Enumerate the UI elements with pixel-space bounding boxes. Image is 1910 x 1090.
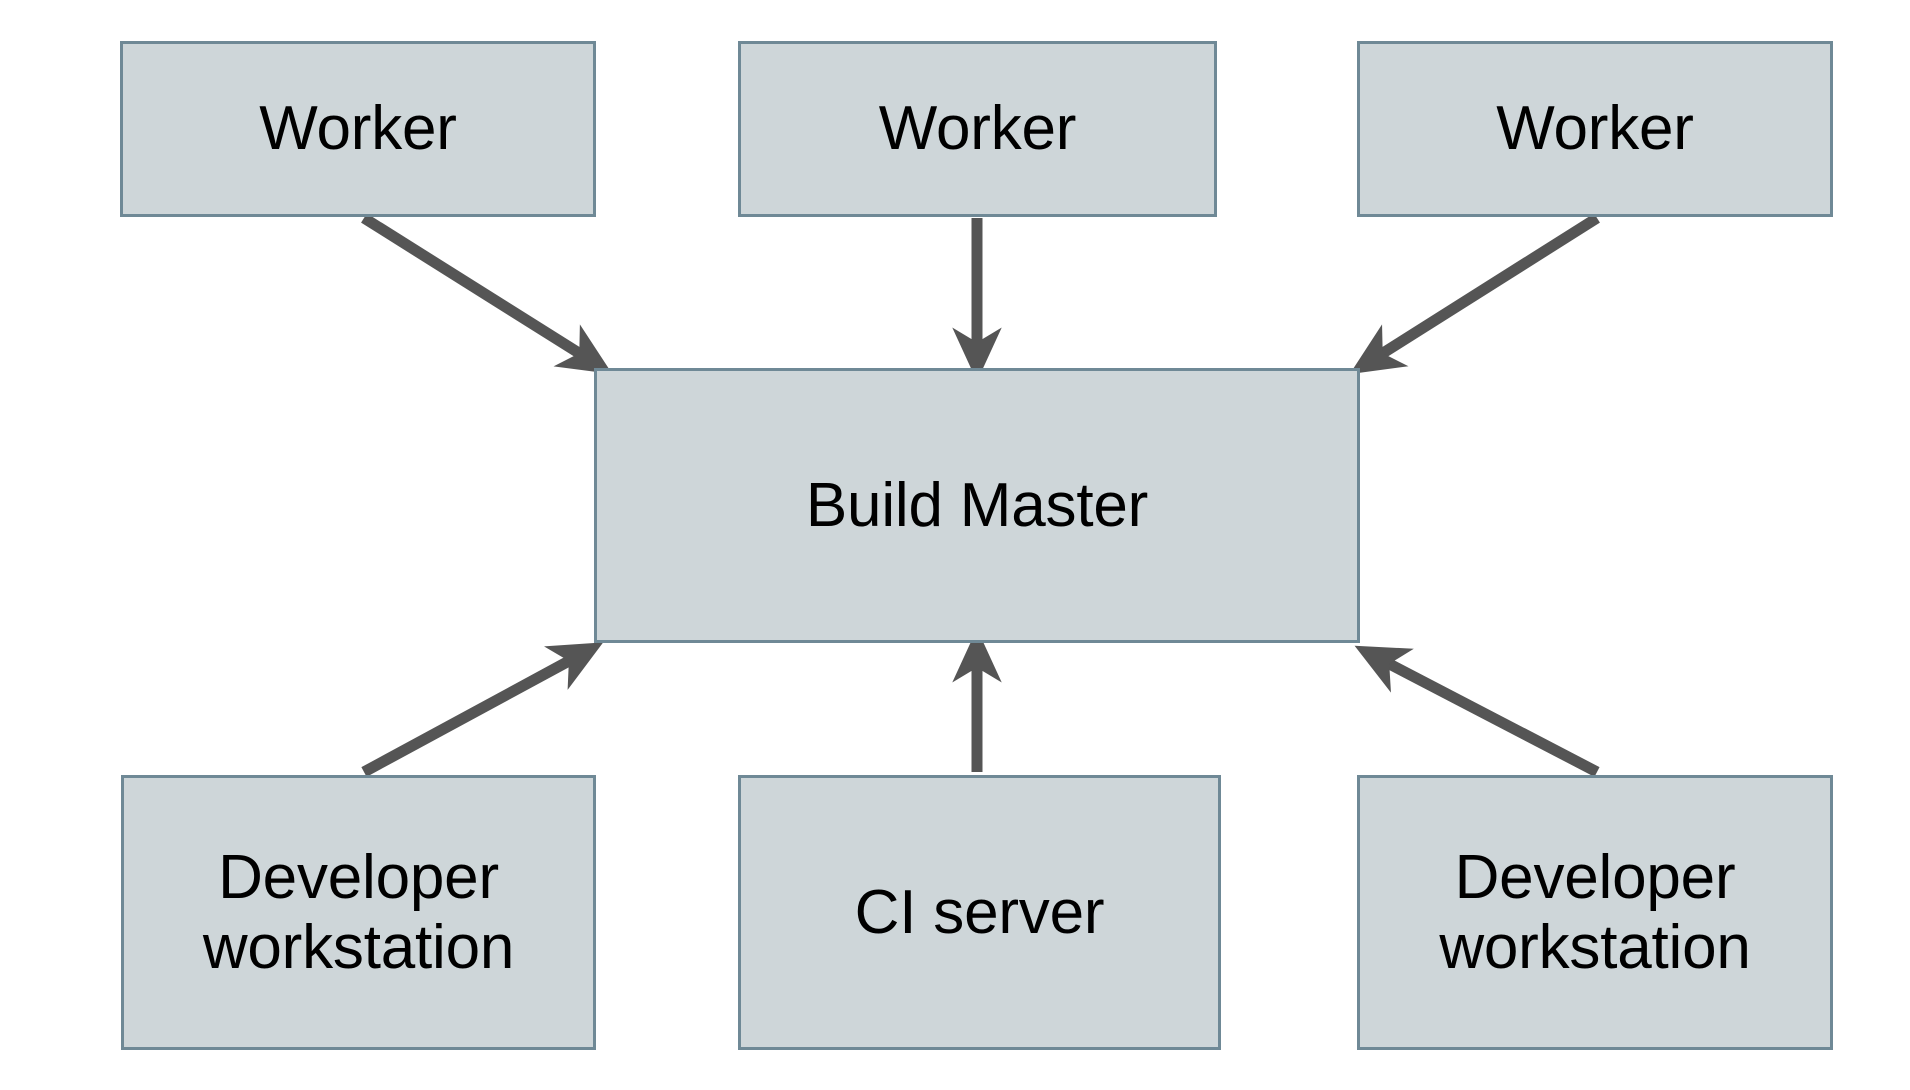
- edge-worker-3-to-build-master: [1349, 213, 1600, 375]
- node-worker-2-label: Worker: [878, 94, 1077, 164]
- node-worker-3[interactable]: Worker: [1357, 41, 1833, 217]
- node-ci-server[interactable]: CI server: [738, 775, 1221, 1050]
- edge-worker-1-to-build-master: [361, 213, 613, 375]
- node-build-master-label: Build Master: [805, 470, 1149, 540]
- node-developer-workstation-1-label: Developer workstation: [202, 843, 515, 982]
- node-worker-2[interactable]: Worker: [738, 41, 1217, 217]
- node-worker-3-label: Worker: [1496, 94, 1694, 164]
- node-worker-1-label: Worker: [259, 94, 457, 164]
- node-ci-server-label: CI server: [854, 877, 1105, 947]
- node-developer-workstation-2[interactable]: Developer workstation: [1357, 775, 1833, 1050]
- edge-developer-workstation-2-to-build-master: [1354, 645, 1600, 777]
- node-developer-workstation-2-label: Developer workstation: [1439, 843, 1751, 982]
- node-developer-workstation-1[interactable]: Developer workstation: [121, 775, 596, 1050]
- node-worker-1[interactable]: Worker: [120, 41, 596, 217]
- node-build-master[interactable]: Build Master: [594, 368, 1360, 643]
- edge-developer-workstation-1-to-build-master: [361, 642, 604, 777]
